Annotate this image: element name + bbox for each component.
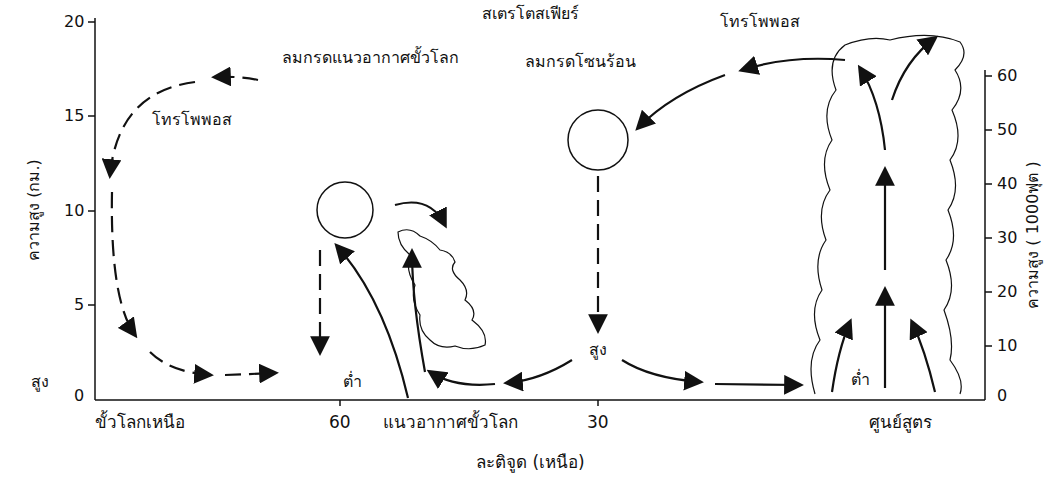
axis-title: ความสูง ( 1000ฟุต ) (1023, 159, 1043, 310)
tick-value: 5 (72, 295, 86, 315)
latitude-label: 60 (327, 412, 353, 433)
latitude-label: 30 (585, 412, 611, 433)
tick-value: 60 (995, 66, 1019, 86)
hadley-cell-arrows (507, 38, 935, 392)
tick-value: 15 (62, 106, 86, 126)
axes (88, 18, 992, 406)
tick-value: 40 (995, 174, 1019, 194)
pressure-label: สูง (29, 372, 51, 392)
pressure-label: สูง (587, 340, 609, 360)
latitude-label: แนวอากาศขั้วโลก (381, 412, 520, 433)
polar-cell-arrows (110, 77, 320, 375)
pressure-label: ต่ำ (849, 370, 872, 390)
tick-value: 30 (995, 228, 1019, 248)
tick-value: 50 (995, 120, 1019, 140)
jet-stream-label: ลมกรดโซนร้อน (523, 52, 638, 72)
tick-value: 10 (62, 201, 86, 221)
tick-value: 0 (995, 386, 1009, 406)
layer-name: โทรโพพอส (718, 12, 802, 32)
axis-title: ละติจูด (เหนือ) (474, 452, 587, 473)
latitude-label: ศูนย์สูตร (867, 412, 934, 433)
axis-title: ความสูง (กม.) (24, 157, 44, 263)
tick-value: 20 (62, 12, 86, 32)
jet-circles (317, 110, 628, 238)
latitude-label: ขั้วโลกเหนือ (93, 412, 187, 433)
layer-name: โทรโพพอส (150, 110, 234, 130)
tick-value: 10 (995, 336, 1019, 356)
jet-stream-label: ลมกรดแนวอากาศขั้วโลก (280, 48, 461, 68)
tick-value: 0 (72, 386, 86, 406)
front-arrows (337, 203, 495, 399)
clouds (398, 35, 964, 394)
tick-value: 20 (995, 282, 1019, 302)
pressure-label: ต่ำ (341, 372, 364, 392)
layer-name: สเตรโตสเฟียร์ (480, 4, 581, 24)
